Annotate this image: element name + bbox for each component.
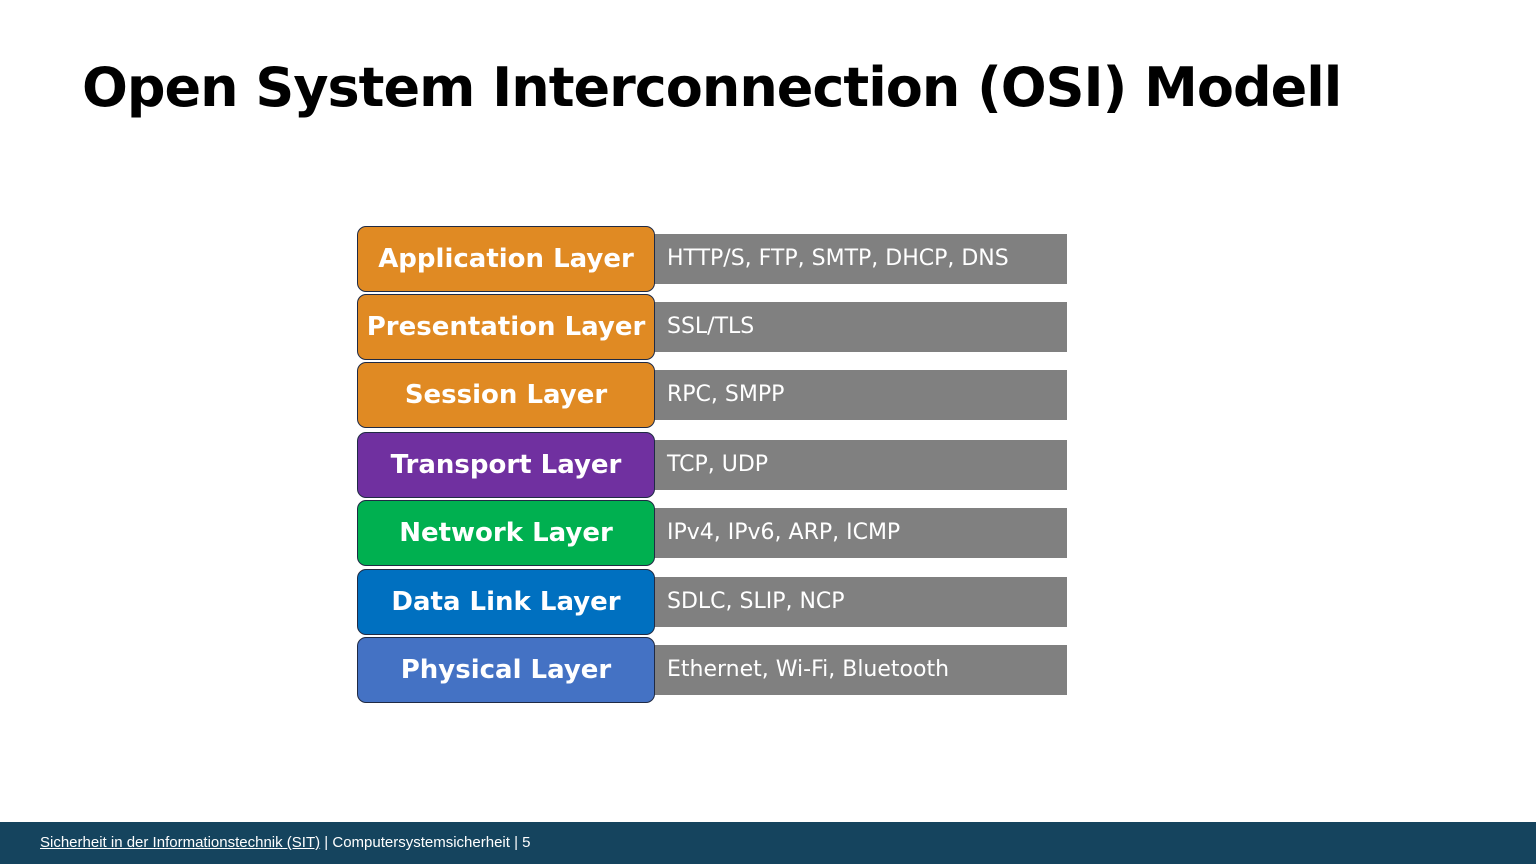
protocol-bar: RPC, SMPP — [653, 370, 1067, 420]
layer-box: Application Layer — [357, 226, 655, 292]
layer-box: Physical Layer — [357, 637, 655, 703]
footer-separator: | — [320, 834, 333, 851]
layer-box: Transport Layer — [357, 432, 655, 498]
protocol-bar: Ethernet, Wi-Fi, Bluetooth — [653, 645, 1067, 695]
footer-bar: Sicherheit in der Informationstechnik (S… — [0, 822, 1536, 864]
footer-separator: | — [509, 834, 523, 851]
protocol-bar: TCP, UDP — [653, 440, 1067, 490]
page-number: 5 — [522, 834, 531, 851]
protocol-bar: SSL/TLS — [653, 302, 1067, 352]
layer-box: Network Layer — [357, 500, 655, 566]
layer-box: Data Link Layer — [357, 569, 655, 635]
protocol-bar: SDLC, SLIP, NCP — [653, 577, 1067, 627]
slide-title: Open System Interconnection (OSI) Modell — [82, 56, 1342, 119]
layer-box: Presentation Layer — [357, 294, 655, 360]
protocol-bar: HTTP/S, FTP, SMTP, DHCP, DNS — [653, 234, 1067, 284]
protocol-bar: IPv4, IPv6, ARP, ICMP — [653, 508, 1067, 558]
course-link[interactable]: Sicherheit in der Informationstechnik (S… — [40, 834, 321, 851]
lecture-title: Computersystemsicherheit — [332, 834, 510, 851]
layer-box: Session Layer — [357, 362, 655, 428]
